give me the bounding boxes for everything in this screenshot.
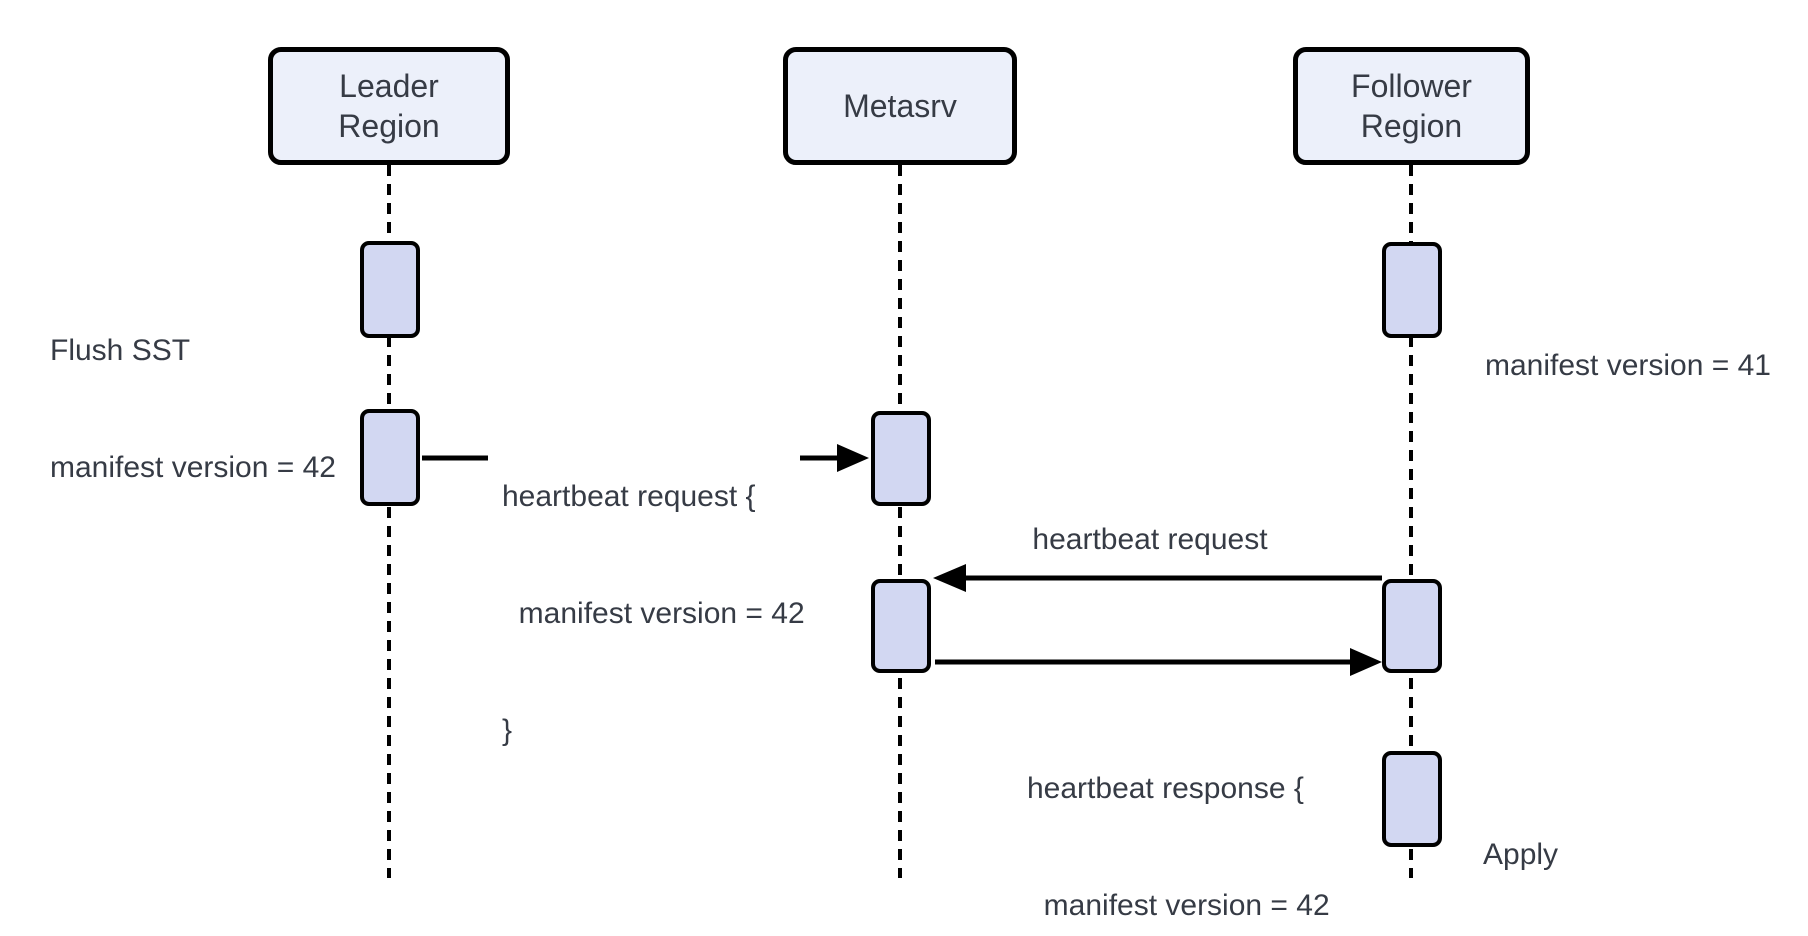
arrowhead-into-follower <box>1350 648 1382 676</box>
message-heartbeat-response-line2: manifest version = 42 <box>1027 889 1330 922</box>
message-heartbeat-request-leader-line2: manifest version = 42 <box>502 597 805 630</box>
note-apply: Apply manifest version = 42 <box>1483 757 1769 936</box>
arrowhead-into-metasrv <box>837 444 869 472</box>
activation-leader-flush <box>360 241 420 338</box>
activation-metasrv-heartbeat2 <box>871 579 931 673</box>
participant-leader-region-label-line1: Leader <box>339 68 439 104</box>
message-heartbeat-request-leader-label: heartbeat request { manifest version = 4… <box>502 399 805 828</box>
note-manifest-version-41-line1: manifest version = 41 <box>1485 349 1771 382</box>
message-heartbeat-response-line1: heartbeat response { <box>1027 772 1304 805</box>
activation-follower-heartbeat <box>1382 579 1442 673</box>
participant-follower-region-label-line2: Region <box>1360 108 1463 144</box>
activation-follower-version41 <box>1382 242 1442 338</box>
note-flush-sst-line1: Flush SST <box>50 334 191 367</box>
participant-leader-region: Leader Region <box>268 47 510 165</box>
activation-leader-heartbeat <box>360 409 420 506</box>
message-heartbeat-request-leader-line3: } <box>502 714 513 747</box>
note-flush-sst-line2: manifest version = 42 <box>50 451 336 484</box>
message-heartbeat-request-follower-label: heartbeat request <box>1032 523 1268 556</box>
note-manifest-version-41: manifest version = 41 <box>1485 268 1771 463</box>
note-flush-sst: Flush SST manifest version = 42 <box>50 253 336 565</box>
participant-follower-region-label-line1: Follower <box>1351 68 1472 104</box>
message-heartbeat-request-leader-line1: heartbeat request { <box>502 480 756 513</box>
participant-metasrv: Metasrv <box>783 47 1017 165</box>
note-apply-line1: Apply <box>1483 838 1559 871</box>
arrowhead-into-metasrv-right <box>933 564 966 592</box>
activation-follower-apply <box>1382 751 1442 847</box>
participant-metasrv-label: Metasrv <box>843 88 957 124</box>
activation-metasrv-heartbeat1 <box>871 411 931 506</box>
message-heartbeat-response-label: heartbeat response { manifest version = … <box>1027 691 1330 936</box>
participant-leader-region-label-line2: Region <box>338 108 440 144</box>
participant-follower-region: Follower Region <box>1293 47 1530 165</box>
